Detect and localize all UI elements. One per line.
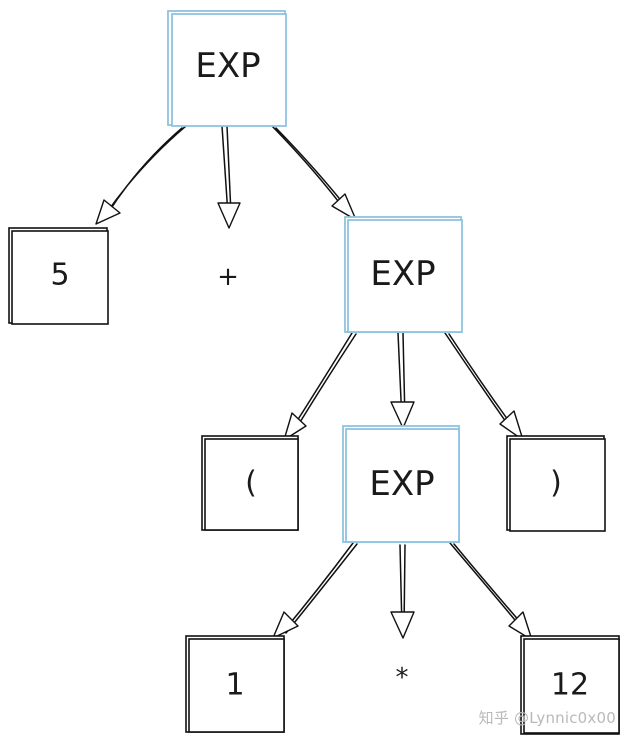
rparen-label: ) <box>550 466 562 501</box>
arrowhead-exp <box>331 193 357 221</box>
five-label: 5 <box>50 258 69 293</box>
one-label: 1 <box>225 668 244 703</box>
arrowhead-12 <box>508 611 533 641</box>
arrowhead-5 <box>95 199 121 225</box>
exp-root-label: EXP <box>195 46 260 86</box>
edge-exp-to-lparen <box>289 332 357 433</box>
exp-inner-label: EXP <box>369 464 434 504</box>
five-node: 5 <box>8 227 109 325</box>
arrowhead-rparen <box>499 410 524 441</box>
edge-root-to-5 <box>104 125 187 216</box>
star-label: * <box>396 663 409 693</box>
arrowhead-plus <box>217 202 241 229</box>
exp-mid-label: EXP <box>370 254 435 294</box>
exp-mid-node: EXP <box>344 216 463 333</box>
lparen-label: ( <box>245 466 257 501</box>
arrowheads <box>95 193 533 641</box>
edge-exp-to-rparen <box>444 332 517 433</box>
one-node: 1 <box>185 635 285 733</box>
twelve-label: 12 <box>551 668 589 703</box>
arrowhead-exp-inner <box>390 401 415 429</box>
exp-root-node: EXP <box>167 10 287 127</box>
lparen-node: ( <box>201 435 299 531</box>
exp-inner-node: EXP <box>342 425 460 543</box>
edge-root-to-plus <box>221 125 232 216</box>
tree-edges <box>104 125 529 634</box>
arrowhead-1 <box>272 611 299 639</box>
arrowhead-star <box>390 611 415 639</box>
watermark-text: 知乎 @Lynnic0x00 <box>478 709 616 727</box>
plus-label: + <box>217 262 239 292</box>
rparen-node: ) <box>506 435 606 532</box>
twelve-node: 12 <box>520 635 620 735</box>
edge-inner-to-1 <box>281 542 358 634</box>
arrowhead-lparen <box>283 412 307 441</box>
